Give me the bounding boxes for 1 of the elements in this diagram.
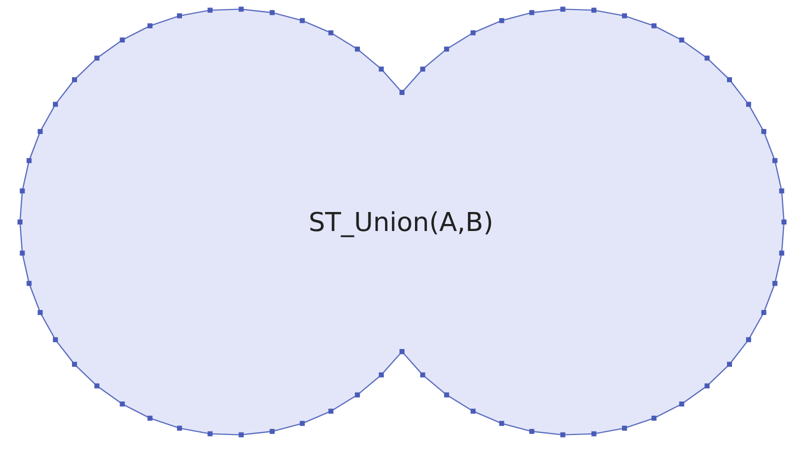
- shape-label: ST_Union(A,B): [308, 208, 494, 238]
